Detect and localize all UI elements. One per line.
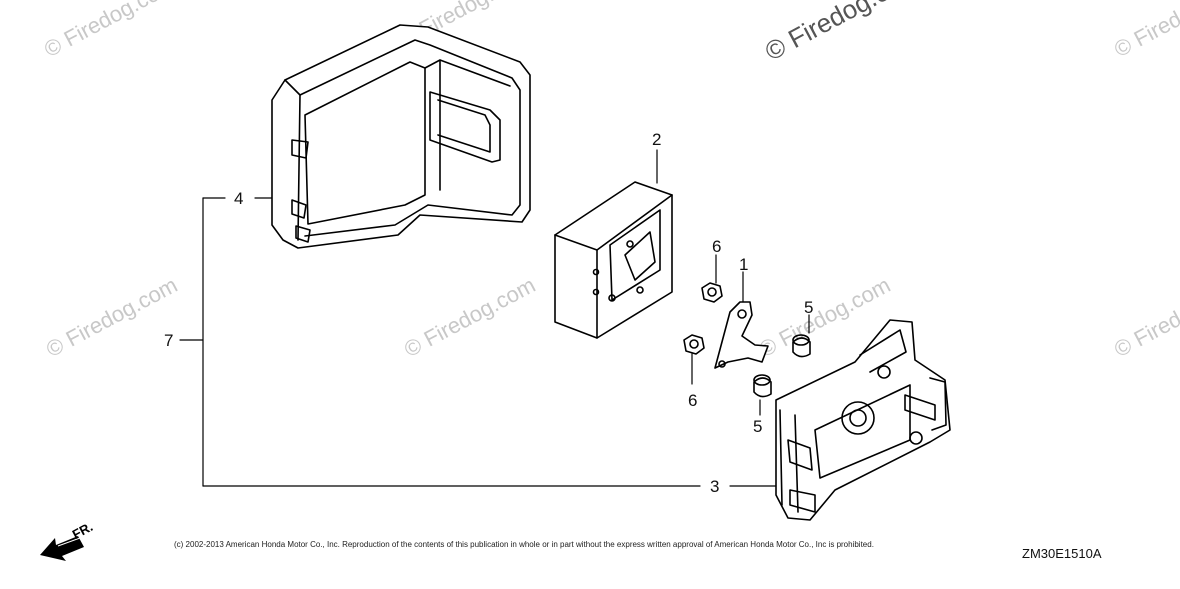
callout-number: 5 [804,298,814,317]
nut-part [683,282,723,355]
callout-number: 6 [688,391,698,410]
air-filter-element-part [554,181,673,339]
front-arrow-icon [40,536,84,561]
bracket-part [714,301,769,369]
callout-number: 2 [652,130,662,149]
copyright-notice: (c) 2002-2013 American Honda Motor Co., … [174,540,874,549]
diagram-code: ZM30E1510A [1022,546,1102,561]
callout-number: 1 [739,255,749,274]
collar-part [753,334,811,398]
air-cleaner-cover-part [271,24,531,249]
callout-number: 5 [753,417,763,436]
callout-number: 4 [234,189,244,208]
callout-number: 6 [712,237,722,256]
callout-number: 3 [710,477,720,496]
callout-number: 7 [164,331,174,350]
leader-lines [179,149,810,487]
air-cleaner-case-part [775,319,951,521]
